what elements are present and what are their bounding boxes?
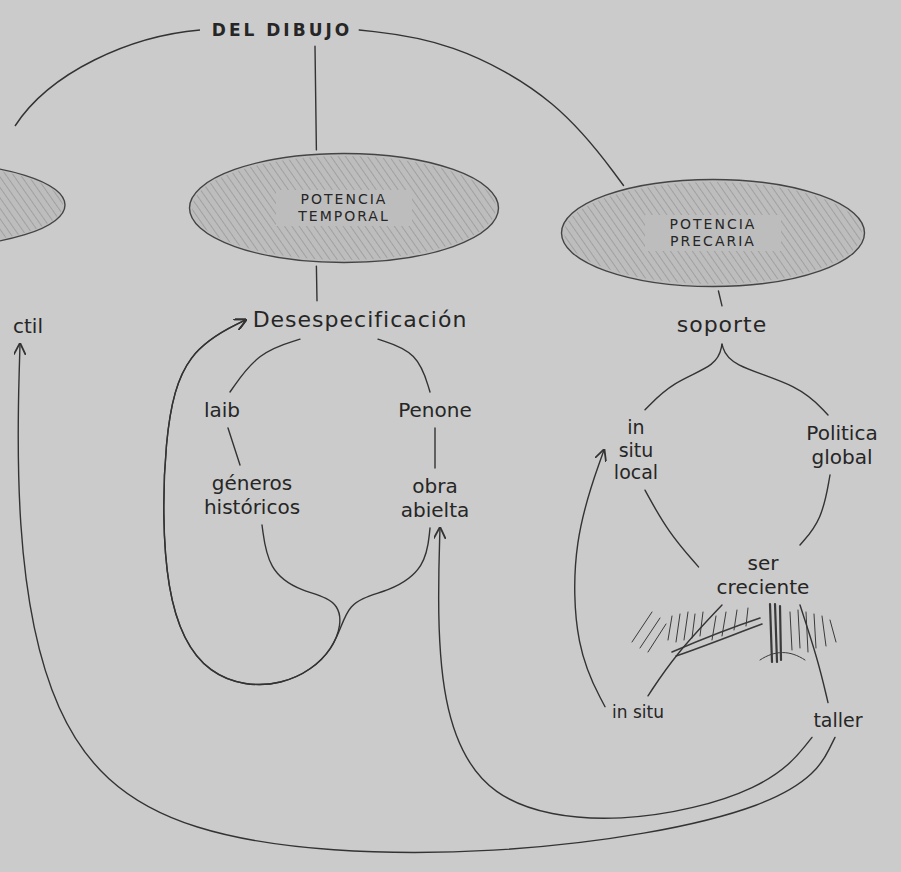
ellipse-hatch: [192, 156, 496, 260]
concept-word: Desespecificación: [249, 304, 472, 336]
sketch-stroke: [672, 618, 762, 656]
concept-word: géneros históricos: [186, 468, 319, 522]
branch-line: [316, 266, 318, 301]
growth-sketch: [632, 604, 836, 662]
concept-label: Penone: [398, 398, 472, 422]
arrow-curve: [164, 320, 430, 685]
ellipse-label: POTENCIA PRECARIA: [645, 215, 781, 251]
concept-word: Penone: [394, 395, 476, 425]
branch-line: [315, 46, 316, 150]
branch-line: [230, 339, 300, 392]
concept-word: DEL DIBUJO: [208, 17, 356, 43]
concept-word: taller: [809, 706, 866, 735]
concept-label: soporte: [677, 312, 768, 338]
sketch-stroke: [712, 608, 748, 640]
concept-label: in situ local: [611, 416, 661, 484]
ellipse-fill: [562, 180, 865, 287]
branch-line: [800, 475, 830, 545]
concept-label: in situ: [612, 702, 664, 722]
branch-line: [434, 428, 435, 468]
concept-label: DEL DIBUJO: [212, 20, 352, 40]
concept-label: géneros históricos: [190, 471, 315, 519]
ellipse-hatch: [0, 165, 63, 245]
left-ellipse: [0, 163, 65, 247]
branch-line: [645, 344, 722, 410]
branch-line: [15, 30, 200, 126]
sketch-stroke: [632, 612, 666, 652]
arrow-curve: [18, 344, 835, 852]
concept-word: laib: [200, 395, 244, 425]
sketch-stroke: [668, 612, 703, 642]
concept-word: soporte: [673, 309, 772, 341]
branch-line: [722, 344, 828, 415]
concept-label: Politica global: [792, 421, 892, 469]
hatched-ellipse: POTENCIA TEMPORAL: [188, 152, 500, 264]
ellipse-fill: [190, 154, 499, 263]
concept-word: Politica global: [788, 418, 896, 472]
ellipse-label: POTENCIA TEMPORAL: [276, 190, 412, 226]
branch-line: [718, 291, 722, 306]
concept-label: obra abielta: [388, 474, 483, 522]
branch-line: [378, 339, 430, 392]
concept-label: Desespecificación: [253, 307, 468, 333]
arrow-curve: [164, 320, 340, 685]
concept-word: in situ: [608, 699, 668, 725]
hatched-ellipse: POTENCIA PRECARIA: [560, 178, 866, 288]
concept-word: ctil: [9, 311, 47, 341]
concept-label: ser creciente: [706, 551, 821, 599]
concept-word: in situ local: [607, 413, 665, 487]
concept-word: obra abielta: [384, 471, 487, 525]
concept-word: ser creciente: [702, 548, 825, 602]
concept-label: taller: [813, 709, 862, 732]
branch-line: [648, 605, 722, 696]
branch-line: [228, 428, 240, 465]
ellipse-hatch: [564, 182, 862, 284]
ellipse-fill: [0, 163, 65, 247]
sketch-stroke: [760, 653, 805, 661]
branch-line: [645, 490, 699, 567]
branch-line: [800, 605, 828, 703]
concept-label: laib: [204, 398, 240, 422]
concept-label: ctil: [13, 314, 43, 338]
arrow-curve: [575, 450, 605, 707]
